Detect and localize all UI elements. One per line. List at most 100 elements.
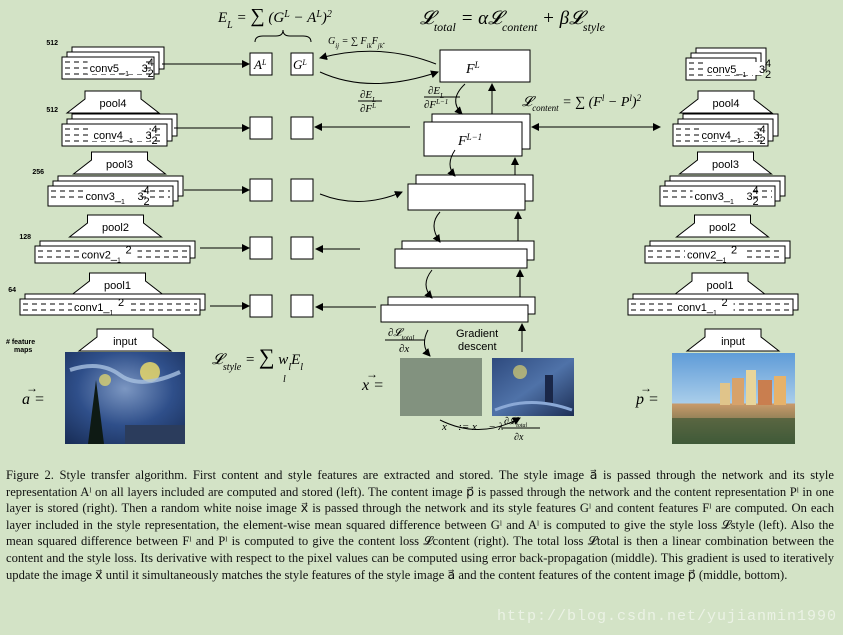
left-to-A-arrows bbox=[162, 60, 250, 310]
content-image bbox=[672, 353, 795, 444]
middle-to-G-arrows bbox=[314, 50, 439, 311]
style-image bbox=[65, 352, 185, 444]
svg-text:2: 2 bbox=[753, 196, 759, 208]
content-image-label: p = bbox=[635, 391, 659, 408]
gradient-label-1: Gradient bbox=[456, 328, 498, 340]
svg-text:Gij = ∑ FikFjk.: Gij = ∑ FikFjk. bbox=[328, 36, 385, 50]
svg-text:2: 2 bbox=[760, 135, 766, 147]
pool-arrow bbox=[678, 151, 773, 175]
feature-maps-label-1: # feature bbox=[6, 339, 35, 346]
stylized-image bbox=[492, 358, 574, 416]
svg-text:FL: FL bbox=[465, 60, 480, 77]
conv-label: conv3_1 bbox=[86, 191, 125, 206]
svg-text:∂x⃗: ∂x⃗ bbox=[399, 343, 418, 355]
svg-text:4: 4 bbox=[760, 124, 766, 136]
svg-text:3: 3 bbox=[759, 64, 765, 76]
pool-arrow bbox=[72, 151, 167, 175]
svg-text:2: 2 bbox=[118, 297, 124, 309]
conv-label: conv5_1 bbox=[90, 63, 129, 78]
conv-label: conv1_1 bbox=[678, 302, 717, 317]
G-L-square bbox=[290, 52, 314, 76]
pool-label: pool3 bbox=[712, 159, 739, 171]
svg-text:∂FL: ∂FL bbox=[360, 102, 376, 115]
figure-caption: Figure 2. Style transfer algorithm. Firs… bbox=[6, 468, 834, 582]
A-L-square bbox=[249, 52, 273, 76]
middle-network-stack: FL FL−1 bbox=[380, 49, 536, 323]
svg-text:l: l bbox=[283, 374, 286, 385]
svg-text:3: 3 bbox=[142, 63, 148, 75]
feature-map-count: 256 bbox=[32, 169, 44, 176]
pool-label: pool1 bbox=[707, 280, 734, 292]
conv-label: conv5_1 bbox=[707, 64, 746, 79]
conv-label: conv3_1 bbox=[695, 191, 734, 206]
conv-label: conv4_1 bbox=[702, 130, 741, 145]
svg-text:AL: AL bbox=[253, 57, 267, 72]
brace bbox=[254, 29, 312, 43]
svg-text:𝓛style = ∑ wlEl: 𝓛style = ∑ wlEl bbox=[212, 344, 303, 373]
svg-text:2: 2 bbox=[126, 245, 132, 257]
svg-text:2: 2 bbox=[765, 69, 771, 81]
pool-arrow bbox=[65, 90, 161, 114]
watermark: http://blog.csdn.net/yujianmin1990 bbox=[496, 608, 837, 625]
svg-text:FL−1: FL−1 bbox=[457, 132, 482, 149]
conv-label: conv4_1 bbox=[94, 130, 133, 145]
noise-image-label: x = bbox=[361, 377, 384, 394]
gradient-label-2: descent bbox=[458, 341, 497, 353]
pool-arrow bbox=[77, 328, 173, 352]
middle-vertical-arrows bbox=[422, 83, 526, 357]
svg-text:EL = ∑ (GL − AL)2: EL = ∑ (GL − AL)2 bbox=[217, 5, 332, 31]
svg-text:x⃗ := x⃗ − λ: x⃗ := x⃗ − λ bbox=[441, 421, 503, 433]
update-arrow bbox=[439, 417, 521, 430]
style-image-label: a = bbox=[22, 391, 45, 408]
svg-text:2: 2 bbox=[152, 135, 158, 147]
pool-arrow bbox=[685, 328, 781, 352]
pool-arrow bbox=[675, 214, 770, 238]
svg-text:3: 3 bbox=[747, 191, 753, 203]
svg-text:3: 3 bbox=[146, 130, 152, 142]
conv-label: conv2_1 bbox=[82, 250, 121, 265]
feature-map-count: 128 bbox=[19, 234, 31, 241]
pool-label: pool3 bbox=[106, 159, 133, 171]
svg-text:4: 4 bbox=[765, 58, 771, 70]
svg-text:3: 3 bbox=[754, 130, 760, 142]
svg-text:2: 2 bbox=[148, 68, 154, 80]
pool-label: pool1 bbox=[104, 280, 131, 292]
pool-label: pool4 bbox=[713, 98, 740, 110]
svg-text:→: → bbox=[640, 381, 652, 395]
svg-text:4: 4 bbox=[148, 57, 154, 69]
conv-label: conv2_1 bbox=[687, 250, 726, 265]
pool-arrow bbox=[68, 214, 163, 238]
feature-map-count: 64 bbox=[8, 287, 16, 294]
svg-text:→: → bbox=[26, 381, 38, 395]
svg-text:3: 3 bbox=[138, 191, 144, 203]
svg-text:2: 2 bbox=[731, 245, 737, 257]
svg-text:∂EL: ∂EL bbox=[360, 89, 376, 104]
svg-text:∂𝓛total: ∂𝓛total bbox=[504, 416, 528, 429]
pool-label: pool2 bbox=[709, 222, 736, 234]
feature-maps-label-2: maps bbox=[14, 347, 32, 354]
svg-text:→: → bbox=[366, 367, 378, 381]
feature-map-count: 512 bbox=[46, 107, 58, 114]
svg-text:∂FL−1: ∂FL−1 bbox=[424, 98, 448, 111]
pool-label: pool4 bbox=[100, 98, 127, 110]
equations: EL = ∑ (GL − AL)2 𝓛total = α𝓛content + β… bbox=[212, 5, 642, 443]
conv-label: conv1_1 bbox=[74, 302, 113, 317]
pool-label: pool2 bbox=[102, 222, 129, 234]
svg-text:∂x⃗: ∂x⃗ bbox=[514, 432, 531, 443]
pool-label: input bbox=[721, 336, 745, 348]
feature-map-count: 512 bbox=[46, 40, 58, 47]
svg-text:𝓛total = α𝓛content + β𝓛styl: 𝓛total = α𝓛content + β𝓛style bbox=[420, 8, 606, 34]
style-representation-squares: AL GL bbox=[249, 52, 314, 318]
svg-text:4: 4 bbox=[753, 185, 759, 197]
pool-label: input bbox=[113, 336, 137, 348]
svg-text:𝓛content = ∑ (Fl − Pl)2: 𝓛content = ∑ (Fl − Pl)2 bbox=[522, 93, 642, 113]
svg-text:2: 2 bbox=[722, 297, 728, 309]
noise-image bbox=[400, 358, 482, 416]
svg-text:2: 2 bbox=[144, 196, 150, 208]
svg-text:GL: GL bbox=[293, 57, 307, 72]
pool-arrow bbox=[678, 90, 774, 114]
svg-text:4: 4 bbox=[152, 124, 158, 136]
